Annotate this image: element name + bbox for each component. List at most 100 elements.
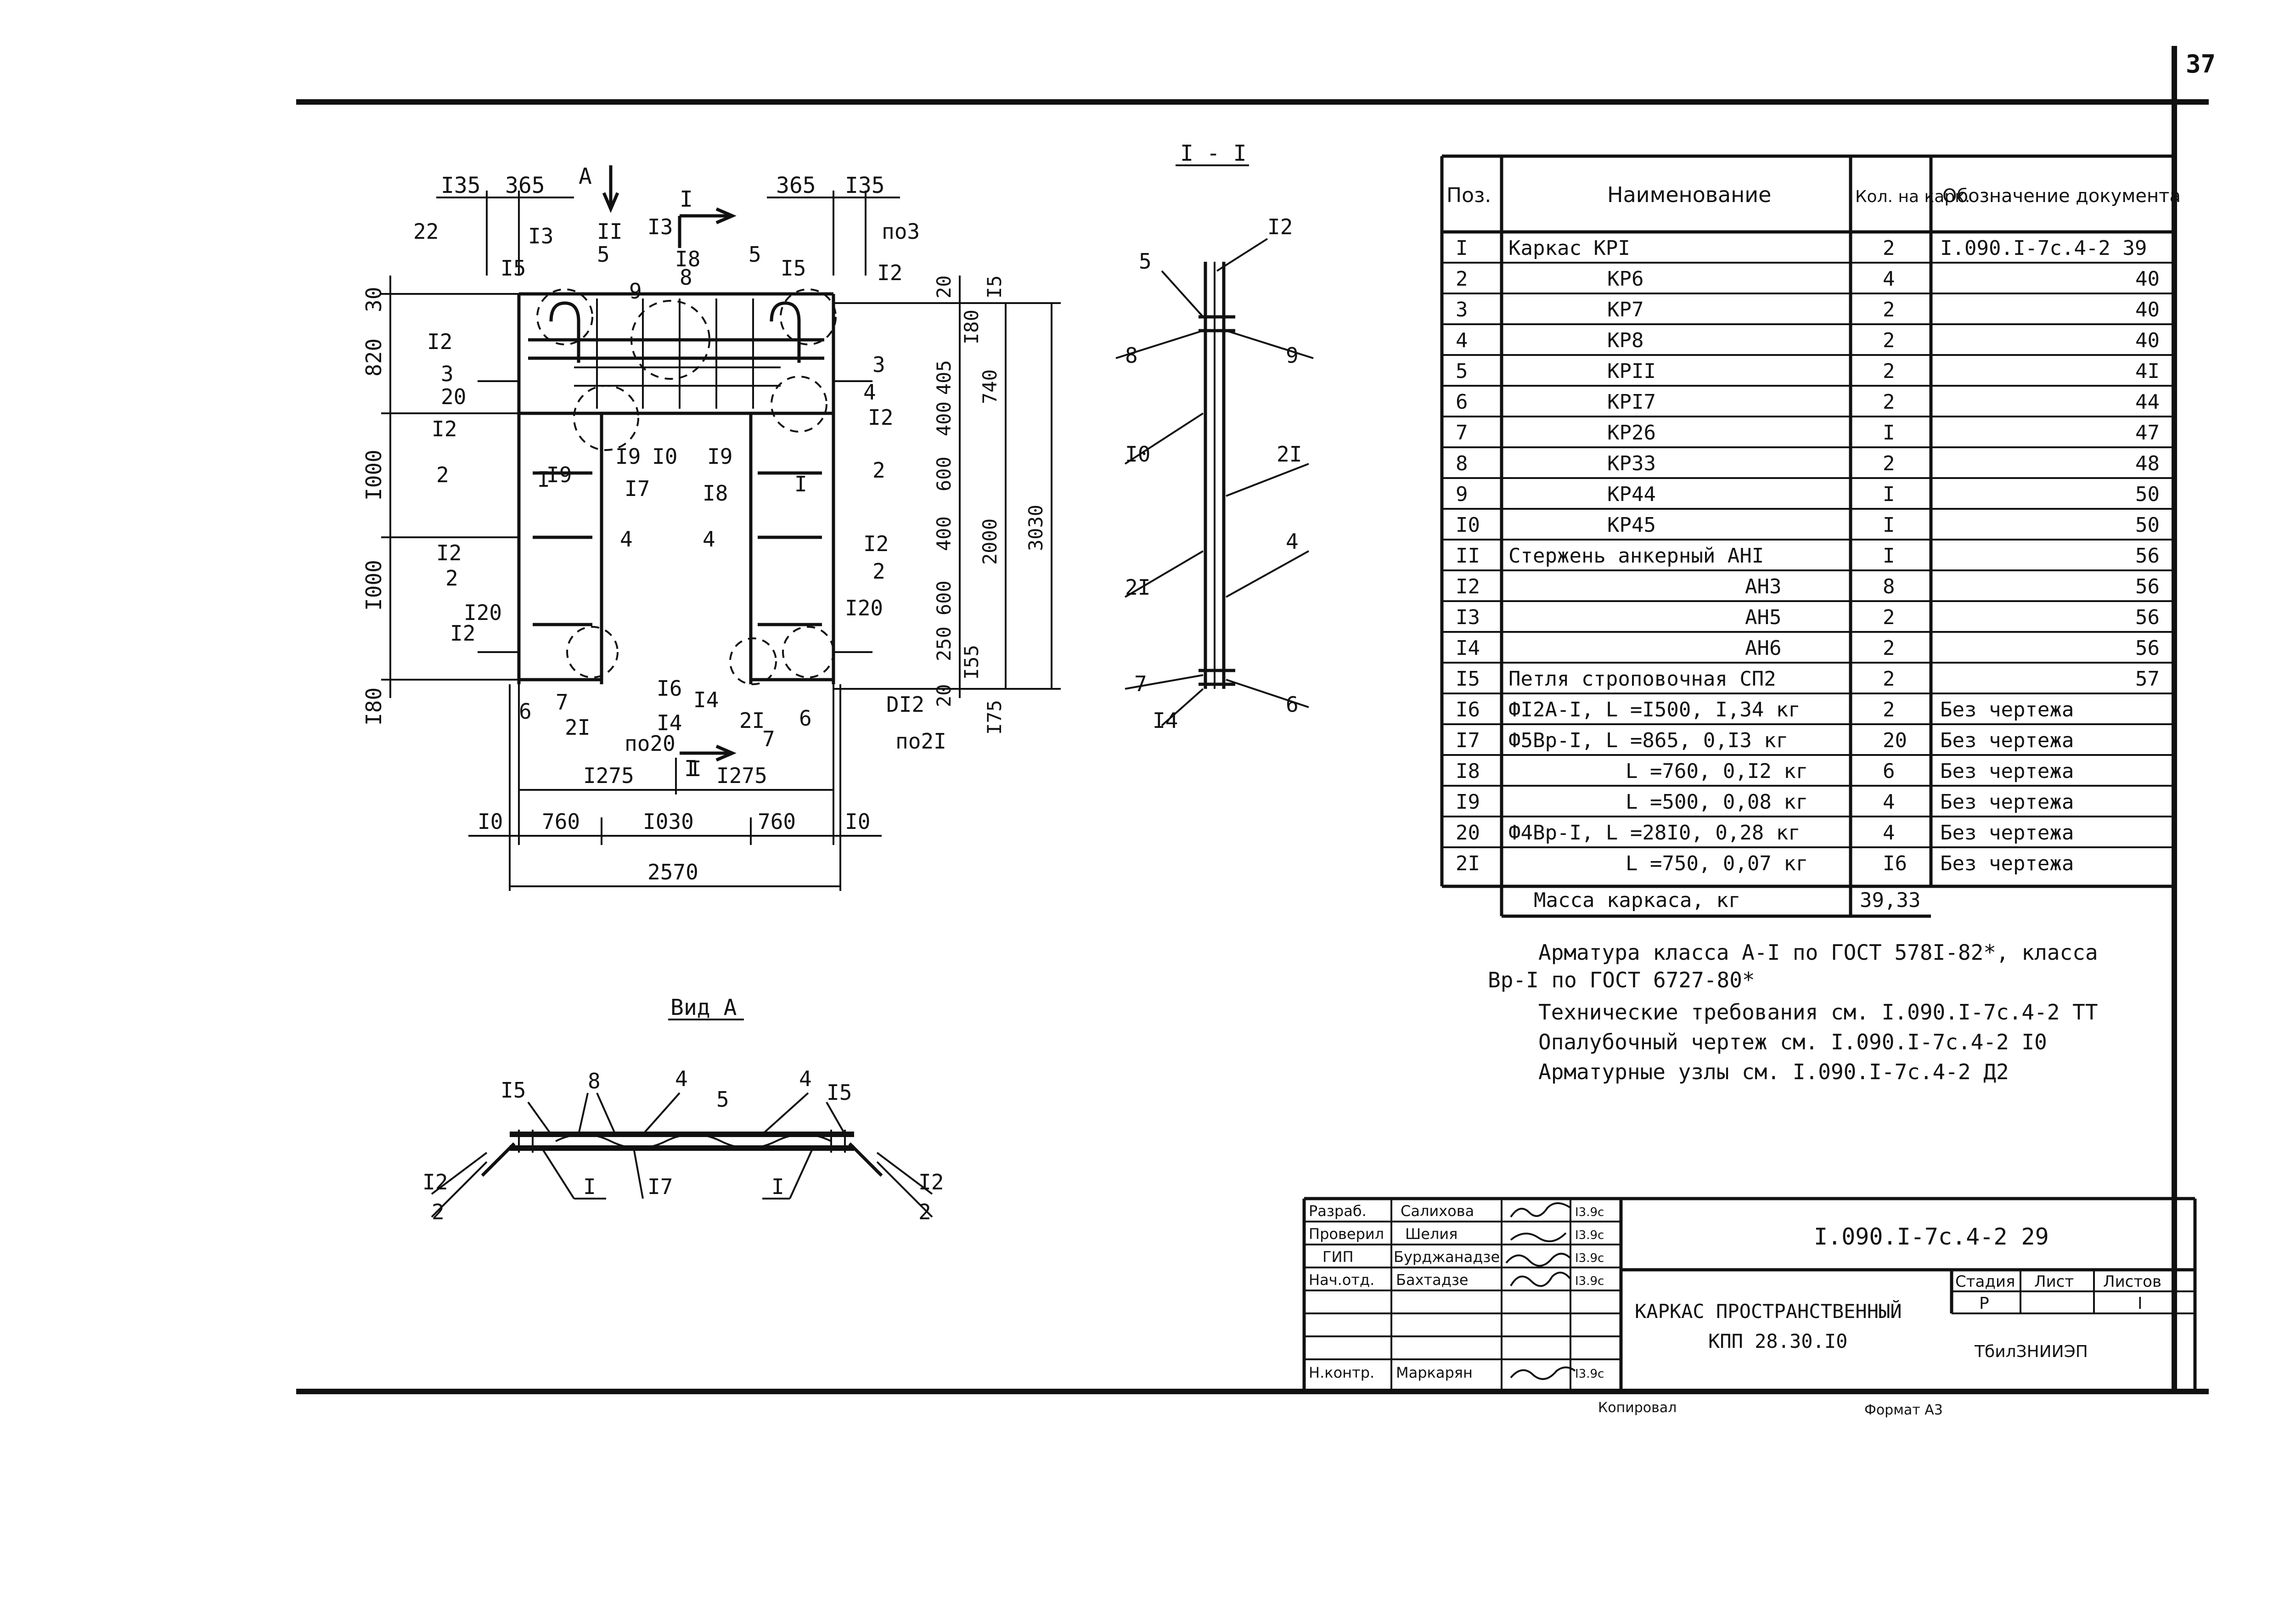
plan-callout: I4: [657, 710, 682, 735]
section-view: I - I I2 5 8 9 I0 2I 2I 4 7 6 I4: [1115, 141, 1314, 733]
spec-cell-name: ФI2А-I, L =I500, I,34 кг: [1508, 698, 1801, 721]
plan-callout: I8: [703, 481, 728, 506]
spec-cell-document: 50: [2135, 513, 2160, 537]
spec-cell-pos: I8: [1456, 760, 1480, 783]
spec-cell-pos: 8: [1456, 452, 1468, 475]
view-a-callout: I5: [827, 1080, 852, 1105]
mass-value: 39,33: [1860, 889, 1920, 912]
plan-callout: I8: [675, 247, 700, 271]
view-a-callout: I2: [422, 1170, 448, 1194]
section-callout: 4: [1286, 529, 1299, 554]
spec-cell-qty: 6: [1883, 760, 1895, 783]
section-callout: I2: [1267, 214, 1293, 239]
spec-cell-name: КР26: [1607, 421, 1656, 445]
plan-callout: I20: [464, 600, 502, 625]
view-a-callout: 8: [588, 1069, 601, 1093]
sheets-header: Листов: [2103, 1273, 2161, 1291]
role: Проверил: [1309, 1225, 1384, 1243]
plan-callout: I2: [863, 531, 889, 556]
sign-date: I3.9с: [1575, 1367, 1604, 1381]
bottom-dim: 760: [758, 809, 796, 834]
spec-cell-qty: 2: [1883, 298, 1895, 321]
person-name: Бурджанадзе: [1394, 1248, 1500, 1266]
note-line: Арматурные узлы см. I.090.I-7с.4-2 Д2: [1538, 1059, 2009, 1084]
header-name: Наименование: [1607, 182, 1771, 207]
spec-cell-pos: 7: [1456, 421, 1468, 445]
view-a-callout: I: [771, 1174, 784, 1199]
spec-cell-pos: 3: [1456, 298, 1468, 321]
title-block-roles: Разраб. Проверил ГИП Нач.отд. Н.контр.: [1309, 1202, 1384, 1381]
plan-bottom-dimensions: I275 I275 I0 760 I030 760 I0 2570: [468, 684, 882, 891]
view-a-callout: 4: [799, 1066, 812, 1091]
sign-date: I3.9с: [1575, 1274, 1604, 1288]
spec-cell-document: 40: [2135, 267, 2160, 291]
plan-frame-outline: [478, 292, 872, 684]
spec-cell-pos: I6: [1456, 698, 1480, 721]
plan-callout: I5: [781, 256, 806, 281]
spec-cell-document: 4I: [2135, 360, 2160, 383]
person-name: Шелия: [1405, 1225, 1458, 1243]
plan-callout: 2I: [739, 708, 765, 733]
spec-cell-qty: I6: [1883, 852, 1907, 875]
right-dim: 600: [933, 580, 955, 615]
spec-cell-document: 56: [2135, 606, 2160, 629]
spec-cell-document: 50: [2135, 483, 2160, 506]
view-a-callout: I7: [647, 1174, 673, 1199]
plan-callout: 8: [680, 265, 692, 290]
spec-cell-name: Ф4Вр-I, L =28I0, 0,28 кг: [1508, 821, 1801, 845]
spec-cell-document: 57: [2135, 667, 2160, 691]
plan-callout: I2: [868, 405, 893, 430]
spec-cell-document: 56: [2135, 575, 2160, 598]
spec-cell-name: КРI7: [1607, 390, 1656, 414]
spec-cell-name: АН3: [1745, 575, 1781, 598]
bottom-mid-dim: I275: [583, 763, 634, 788]
bottom-mid-dim: I275: [716, 763, 767, 788]
plan-callout: 6: [799, 706, 812, 731]
spec-cell-qty: 2: [1883, 606, 1895, 629]
plan-callout: 9: [629, 279, 642, 304]
plan-callout: 4: [863, 380, 876, 405]
note-line: Арматура класса А-I по ГОСТ 578I-82*, кл…: [1538, 940, 2098, 965]
plan-callout: I9: [707, 444, 732, 469]
section-arrow-A: А: [579, 163, 592, 189]
view-a: Вид А I5 8 4 5 4 I5 I2: [422, 995, 944, 1224]
spec-cell-document: 44: [2135, 390, 2160, 414]
spec-cell-name: L =760, 0,I2 кг: [1626, 760, 1808, 783]
spec-cell-document: Без чертежа: [1940, 852, 2074, 875]
spec-cell-qty: 8: [1883, 575, 1895, 598]
plan-callout: I3: [647, 214, 673, 239]
plan-callout: по3: [882, 219, 920, 244]
plan-callout: I2: [450, 621, 475, 646]
sign-date: I3.9с: [1575, 1251, 1604, 1265]
organization: ТбилЗНИИЭП: [1974, 1342, 2088, 1361]
top-dim-3: 365: [776, 173, 816, 198]
spec-cell-pos: 2: [1456, 267, 1468, 291]
signature-icon: [1510, 1366, 1576, 1380]
plan-callout: 22: [413, 219, 439, 244]
spec-cell-pos: I7: [1456, 729, 1480, 752]
view-a-callout: I: [583, 1174, 596, 1199]
spec-cell-document: 56: [2135, 636, 2160, 660]
spec-cell-name: Ф5Вр-I, L =865, 0,I3 кг: [1508, 729, 1788, 752]
plan-callout: 3: [441, 361, 454, 386]
plan-callout: 2: [436, 462, 449, 487]
plan-callout: 2I: [565, 715, 590, 740]
spec-cell-document: 47: [2135, 421, 2160, 445]
plan-callout: I: [689, 756, 702, 781]
title-block: Разраб. Проверил ГИП Нач.отд. Н.контр. С…: [1302, 1197, 2197, 1391]
spec-cell-name: КР8: [1607, 329, 1643, 352]
plan-callout: I0: [652, 444, 677, 469]
spec-cell-qty: I: [1883, 483, 1895, 506]
view-a-callout: 2: [432, 1200, 445, 1224]
spec-cell-qty: 2: [1883, 237, 1895, 260]
spec-cell-document: 48: [2135, 452, 2160, 475]
spec-table-grid: [1440, 154, 2176, 918]
spec-cell-pos: I2: [1456, 575, 1480, 598]
plan-callout: I9: [546, 462, 572, 487]
